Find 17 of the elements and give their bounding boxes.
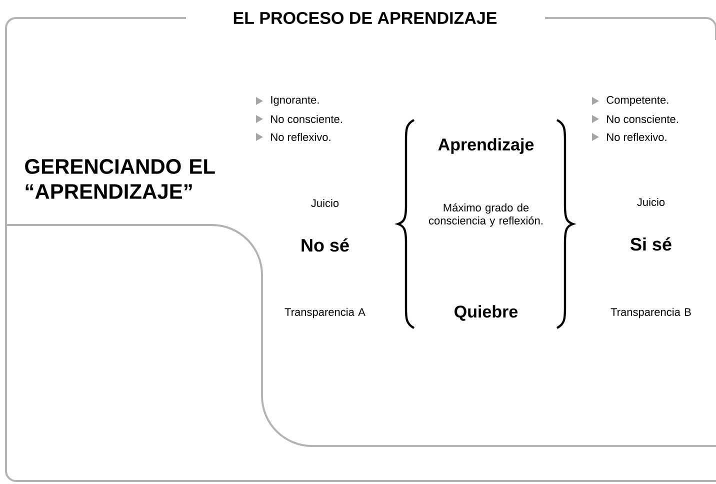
label: Transparencia A xyxy=(284,308,366,318)
bullet-item: Ignorante. xyxy=(271,96,319,106)
label: Juicio xyxy=(311,198,339,208)
title: EL PROCESO DE APRENDIZAJE xyxy=(226,8,504,28)
label: Juicio xyxy=(637,198,665,206)
heading: Quiebre xyxy=(454,305,518,321)
bullet-item: No reflexivo. xyxy=(607,132,666,142)
bullet-item: No reflexivo. xyxy=(271,132,330,142)
bullet-item: No consciente. xyxy=(271,114,342,124)
heading: GERENCIANDO EL “APRENDIZAJE” xyxy=(25,159,215,199)
label: Transparencia B xyxy=(610,308,691,318)
label: Máximo grado de consciencia y reflexión. xyxy=(429,203,542,227)
bullet-item: Competente. xyxy=(606,96,668,106)
heading: Aprendizaje xyxy=(438,138,534,154)
heading: No sé xyxy=(302,238,349,252)
bullet-item: No consciente. xyxy=(607,114,678,124)
heading: Si sé xyxy=(630,237,672,251)
